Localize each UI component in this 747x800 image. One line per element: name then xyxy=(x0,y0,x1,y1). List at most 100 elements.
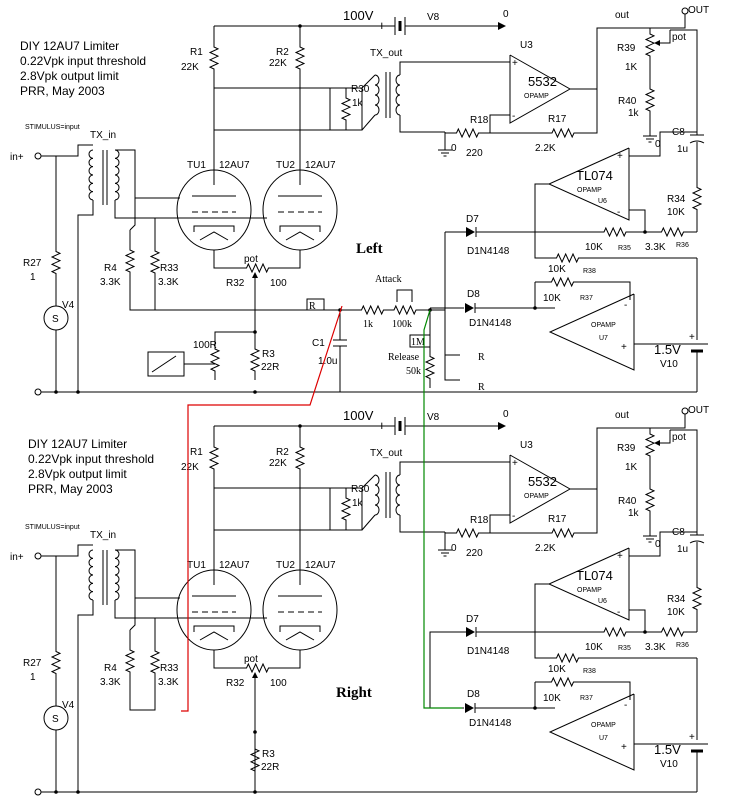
ground-symbol xyxy=(643,132,657,143)
R4-value: 3.3K xyxy=(100,277,121,288)
junction-dot xyxy=(54,790,58,794)
V4-label: V4 xyxy=(62,300,75,311)
R34-value: 10K xyxy=(667,607,685,618)
minus-pin: - xyxy=(617,207,620,218)
tube-heater xyxy=(285,231,315,241)
R1-label: R1 xyxy=(190,47,203,58)
R37-label: R37 xyxy=(580,295,593,302)
tube-heater xyxy=(285,631,315,641)
R38-resistor xyxy=(545,252,590,264)
R33-value: 3.3K xyxy=(158,277,179,288)
wire xyxy=(399,515,445,533)
plus-sign: + xyxy=(689,332,695,343)
D8-part: D1N4148 xyxy=(469,318,512,329)
R39-value: 1K xyxy=(625,462,638,473)
U3-label: U3 xyxy=(520,440,533,451)
R-port-label: R xyxy=(309,301,316,312)
junction-dot xyxy=(54,390,58,394)
R34-label: R34 xyxy=(667,194,686,205)
wire xyxy=(534,632,545,659)
wire xyxy=(300,487,363,531)
sidechain-green-link xyxy=(423,309,462,709)
input-label: in+ xyxy=(10,152,24,163)
minus-pin: - xyxy=(512,511,515,522)
wire xyxy=(77,600,94,792)
tube-heater xyxy=(199,231,229,241)
supply-voltage-label: 100V xyxy=(343,408,374,423)
wire xyxy=(534,183,549,232)
R35-resistor xyxy=(590,226,640,238)
C1-label: C1 xyxy=(312,338,325,349)
wire xyxy=(660,430,671,444)
U3-part: 5532 xyxy=(528,74,557,89)
junction-dot xyxy=(298,24,302,28)
wire xyxy=(570,14,686,90)
plus-pin: + xyxy=(512,458,518,469)
R2-value: 22K xyxy=(269,458,287,469)
wire xyxy=(588,489,598,534)
R2-value: 22K xyxy=(269,58,287,69)
ground-zero-label: 0 xyxy=(655,539,661,550)
R34-value: 10K xyxy=(667,207,685,218)
R37-resistor xyxy=(535,676,590,688)
arrow-head xyxy=(498,422,506,430)
R32-pot xyxy=(235,262,280,274)
attack-link xyxy=(396,289,413,302)
R40-value: 1k xyxy=(628,508,640,519)
V10-label: V10 xyxy=(660,359,678,370)
terminal-circle xyxy=(34,552,42,560)
V10-label: V10 xyxy=(660,759,678,770)
stimulus-label: STIMULUS=input xyxy=(25,524,80,531)
R30-label: R30 xyxy=(351,84,370,95)
D7-part: D1N4148 xyxy=(467,246,510,257)
tube-cathode xyxy=(193,625,235,632)
tx-out-label: TX_out xyxy=(370,48,402,59)
U7-label: U7 xyxy=(599,335,608,342)
R30-resistor xyxy=(340,490,352,528)
R33-label: R33 xyxy=(160,263,179,274)
minus-pin: - xyxy=(624,300,627,311)
wire xyxy=(361,74,376,89)
R38-value: 10K xyxy=(548,264,566,275)
junction-dot xyxy=(76,790,80,794)
R18-value: 220 xyxy=(466,548,483,559)
channel-title: Right xyxy=(336,685,372,701)
junction-dot xyxy=(298,424,302,428)
wire xyxy=(361,514,376,531)
R-100k-value: 100k xyxy=(392,319,412,330)
R38-label: R38 xyxy=(583,268,596,275)
minus-pin: - xyxy=(617,607,620,618)
R27-label: R27 xyxy=(23,658,42,669)
wire xyxy=(77,200,94,392)
R-100k-pot xyxy=(390,304,420,316)
R-port-label: R xyxy=(478,382,485,393)
R-port-label: R xyxy=(478,352,485,363)
R17-label: R17 xyxy=(548,514,567,525)
diode-triangle xyxy=(466,227,475,237)
ground-zero-label: 0 xyxy=(503,409,509,420)
release-label: Release xyxy=(388,352,420,363)
wire xyxy=(129,292,156,311)
ground-zero-label: 0 xyxy=(655,139,661,150)
U7-opamp xyxy=(548,693,635,771)
U6-opamp-text: OPAMP xyxy=(577,187,602,194)
tube-cathode xyxy=(193,225,235,232)
R17-resistor xyxy=(538,127,588,139)
R36-resistor xyxy=(648,626,697,638)
ground-zero-label: 0 xyxy=(451,143,457,154)
R32-label: R32 xyxy=(226,278,245,289)
R3-resistor xyxy=(249,340,261,380)
pot-wiper-arrow xyxy=(654,440,660,446)
R4-resistor xyxy=(124,630,136,692)
R4-label: R4 xyxy=(104,263,117,274)
R38-resistor xyxy=(545,652,590,664)
R30-resistor xyxy=(340,90,352,128)
R17-label: R17 xyxy=(548,114,567,125)
R35-resistor xyxy=(590,626,640,638)
R40-label: R40 xyxy=(618,496,637,507)
U7-opamp xyxy=(548,293,635,371)
R2-label: R2 xyxy=(276,447,289,458)
U6-opamp xyxy=(547,147,630,221)
wire xyxy=(214,331,255,340)
ground-symbol xyxy=(438,546,452,557)
